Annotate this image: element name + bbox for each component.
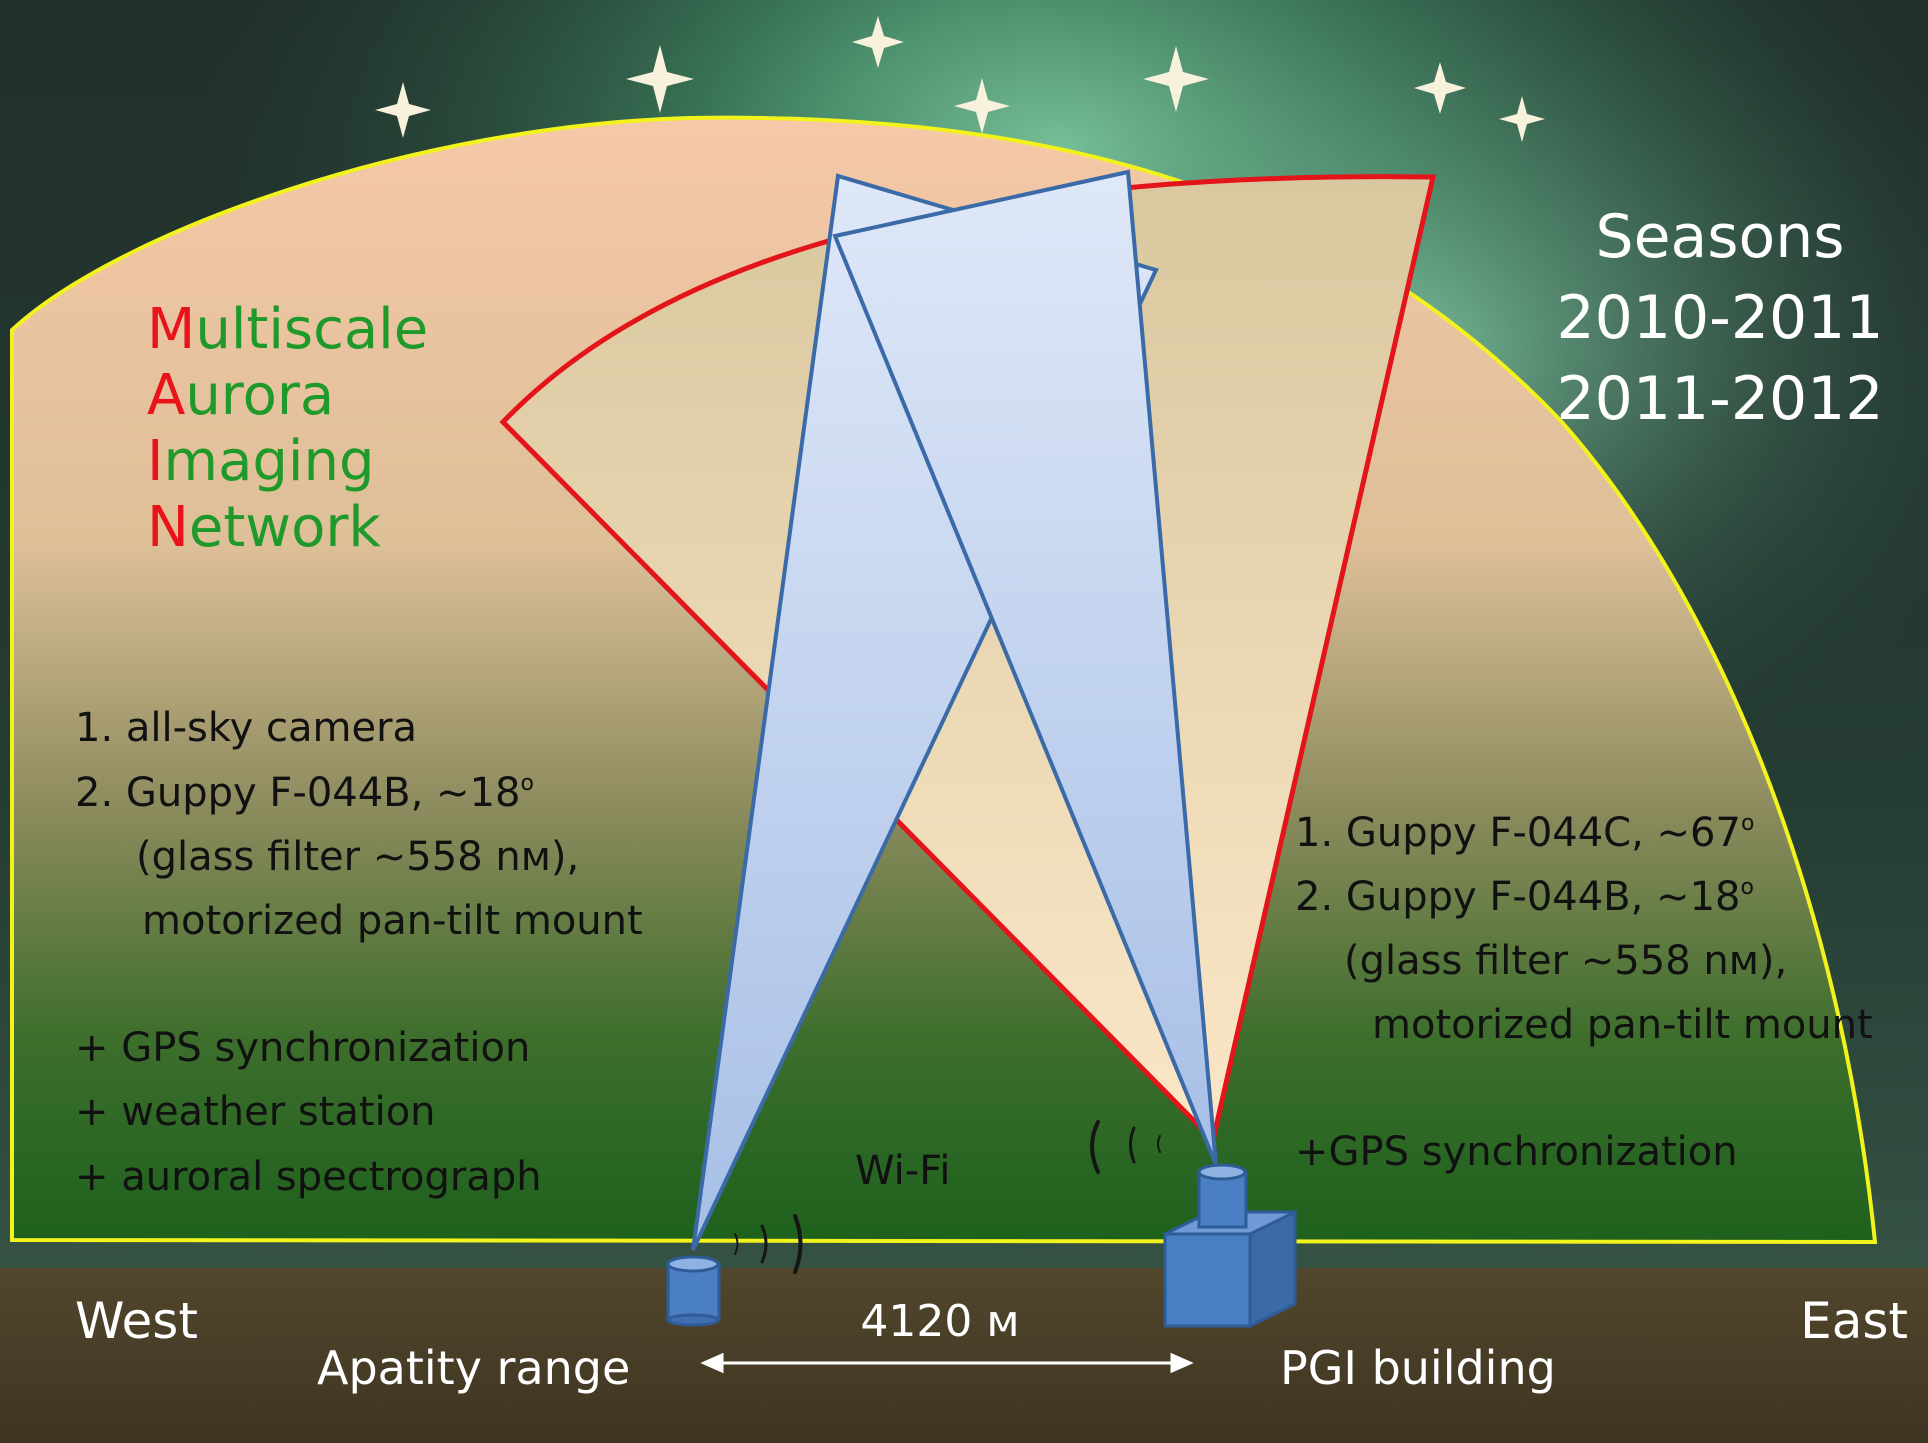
east-equipment-text: 1. Guppy F-044C, ~67 [1295, 810, 1741, 856]
acronym-line-3: Imaging [147, 429, 375, 494]
east-equipment-line: (glass filter ~558 nм), [1344, 938, 1787, 984]
west-camera [666, 1255, 721, 1327]
acronym-rest: urora [185, 363, 334, 428]
right-site-label: PGI building [1280, 1341, 1556, 1395]
east-equipment-line: 2. Guppy F-044B, ~18o [1295, 874, 1754, 920]
star-icon [1499, 96, 1545, 142]
seasons-title: Seasons [1595, 202, 1844, 272]
acronym-rest: ultiscale [195, 297, 428, 362]
west-equipment-line: (glass filter ~558 nм), [136, 834, 579, 880]
west-extra-line: + auroral spectrograph [75, 1154, 542, 1200]
west-equipment-line: motorized pan-tilt mount [142, 898, 643, 944]
east-extra-line: +GPS synchronization [1295, 1129, 1738, 1175]
west-extra-line: + weather station [75, 1089, 436, 1135]
east-equipment-line: 1. Guppy F-044C, ~67o [1295, 810, 1754, 856]
west-extra-line: + GPS synchronization [75, 1025, 530, 1071]
degree-mark: o [1741, 811, 1754, 836]
stars [375, 16, 1545, 142]
star-icon [954, 78, 1010, 134]
acronym-rest: maging [164, 429, 375, 494]
west-label: West [75, 1292, 198, 1350]
acronym-rest: etwork [189, 495, 381, 560]
east-equipment-text: 2. Guppy F-044B, ~18 [1295, 874, 1740, 920]
east-camera-building [1163, 1163, 1297, 1329]
west-equipment-text: 2. Guppy F-044B, ~18 [75, 770, 520, 816]
ground [0, 1268, 1928, 1443]
star-icon [852, 16, 904, 68]
acronym-initial: M [147, 297, 195, 362]
distance-label: 4120 м [860, 1296, 1019, 1347]
east-equipment-line: motorized pan-tilt mount [1372, 1002, 1873, 1048]
star-icon [1414, 62, 1466, 114]
wifi-signal-icon [734, 1120, 1161, 1274]
west-equipment-line: 1. all-sky camera [75, 705, 417, 751]
left-site-label: Apatity range [317, 1341, 630, 1395]
wifi-label: Wi-Fi [855, 1148, 950, 1194]
star-icon [375, 82, 431, 138]
degree-mark: o [1740, 875, 1753, 900]
acronym-initial: I [147, 429, 164, 494]
degree-mark: o [520, 771, 533, 796]
acronym-line-2: Aurora [147, 363, 334, 428]
acronym-line-1: Multiscale [147, 297, 428, 362]
west-equipment-line: 2. Guppy F-044B, ~18o [75, 770, 534, 816]
acronym-initial: N [147, 495, 189, 560]
season-year: 2010-2011 [1556, 283, 1883, 353]
star-icon [1143, 46, 1209, 112]
east-narrow-fov-beam [832, 169, 1218, 1166]
acronym-initial: A [147, 363, 185, 428]
acronym-line-4: Network [147, 495, 381, 560]
season-year: 2011-2012 [1556, 364, 1883, 434]
east-label: East [1800, 1292, 1908, 1350]
distance-arrow-icon [700, 1352, 1194, 1374]
star-icon [626, 45, 694, 113]
